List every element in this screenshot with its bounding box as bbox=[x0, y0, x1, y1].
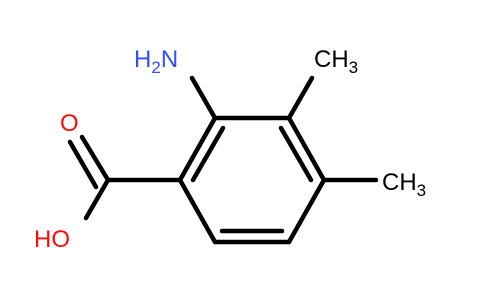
bond-c1-c2 bbox=[177, 115, 218, 183]
bond-c6-c1 bbox=[177, 177, 218, 245]
amino-subscript: 2 bbox=[151, 58, 160, 77]
methyl-right-ch: CH bbox=[382, 169, 417, 196]
methyl-top-label: CH3 bbox=[314, 46, 358, 77]
bond-c4-c5 bbox=[286, 177, 327, 245]
methyl-right-subscript: 3 bbox=[417, 181, 426, 200]
bond-c3-c4-inner bbox=[278, 125, 314, 183]
hydroxyl-label: HO bbox=[34, 226, 70, 253]
methyl-top-ch: CH bbox=[314, 46, 349, 73]
methyl-top-subscript: 3 bbox=[349, 58, 358, 77]
ring-bonds bbox=[177, 115, 327, 245]
bond-carbonyl-a bbox=[79, 134, 111, 183]
amino-label: H2N bbox=[134, 46, 178, 77]
bond-carbonyl-b bbox=[67, 139, 99, 190]
methyl-right-label: CH3 bbox=[382, 169, 426, 200]
bond-amino bbox=[189, 75, 218, 121]
bond-methyl-top bbox=[286, 75, 315, 121]
bond-hydroxyl bbox=[83, 177, 111, 221]
atom-labels: O HO H2N CH3 CH3 bbox=[34, 46, 426, 253]
substituent-bonds bbox=[67, 75, 379, 221]
carbonyl-oxygen-label: O bbox=[60, 110, 79, 137]
amino-n: N bbox=[161, 46, 178, 73]
bond-c3-c4 bbox=[286, 115, 327, 183]
bond-c1-c2-inner bbox=[190, 125, 226, 183]
amino-h: H bbox=[134, 46, 151, 73]
